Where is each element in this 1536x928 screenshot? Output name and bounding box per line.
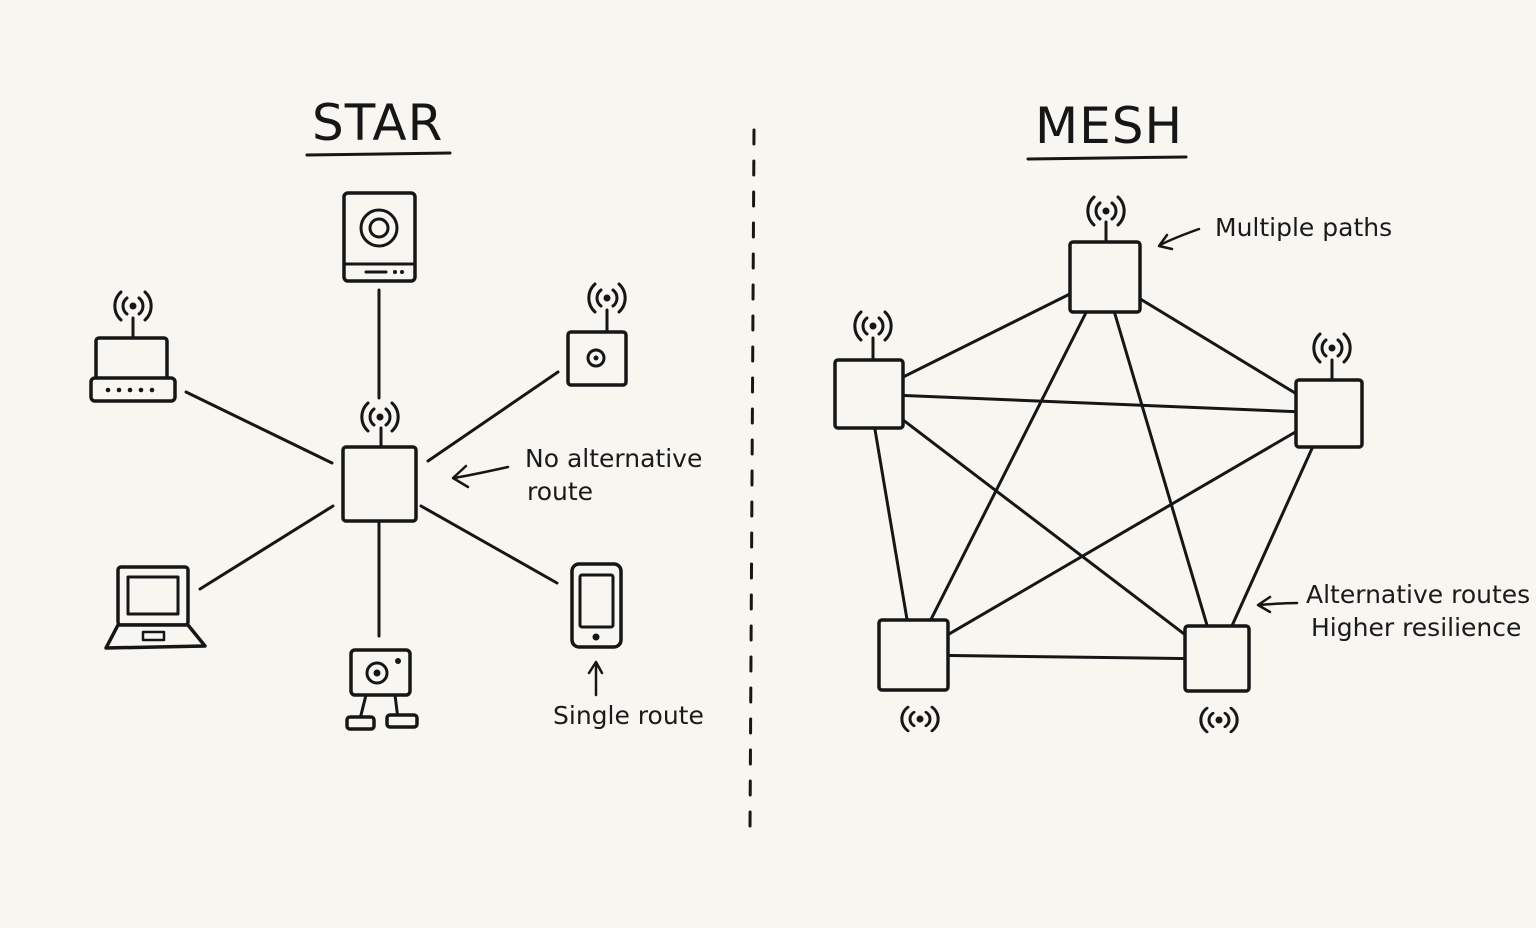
- star-title-underline: [305, 151, 452, 157]
- mesh-node: [877, 618, 950, 733]
- sensor-icon: [566, 282, 628, 387]
- speaker-icon: [342, 191, 417, 283]
- mesh-node: [1068, 195, 1142, 314]
- mesh-top-note: Multiple paths: [1157, 213, 1392, 251]
- hub-box: [341, 445, 418, 523]
- mesh-section: MESH: [833, 97, 1530, 734]
- star-link-phone: [419, 504, 559, 585]
- mesh-node: [1294, 332, 1364, 449]
- arrow-left-icon: [1158, 227, 1201, 247]
- mesh-bottom-note-line-1: Alternative routes: [1306, 580, 1530, 609]
- mesh-node: [1183, 624, 1251, 734]
- mesh-bottom-note: Alternative routes Higher resilience: [1256, 580, 1530, 642]
- phone-note-text: Single route: [553, 701, 704, 730]
- mesh-links: [867, 275, 1330, 661]
- mesh-top-note-text: Multiple paths: [1215, 213, 1392, 242]
- hub-note: No alternative route: [451, 444, 702, 506]
- mesh-title-underline: [1026, 155, 1188, 161]
- mesh-title: MESH: [1035, 97, 1183, 155]
- mesh-node: [833, 310, 905, 430]
- star-links: [184, 288, 560, 638]
- laptop-icon: [104, 565, 207, 650]
- star-section: STAR: [89, 94, 704, 731]
- star-link-router: [184, 390, 334, 465]
- arrow-left-icon: [452, 465, 510, 480]
- star-link-laptop: [198, 504, 335, 591]
- star-link-sensor: [426, 370, 560, 463]
- arrow-left-icon: [1257, 601, 1299, 607]
- robot-camera-icon: [345, 648, 419, 731]
- star-hub: [341, 401, 418, 523]
- hub-note-line-2: route: [527, 477, 593, 506]
- phone-icon: [570, 562, 623, 649]
- hub-note-line-1: No alternative: [525, 444, 702, 473]
- mesh-bottom-note-line-2: Higher resilience: [1311, 613, 1521, 642]
- star-title: STAR: [312, 94, 443, 152]
- section-divider: [748, 128, 756, 832]
- phone-note: Single route: [553, 660, 704, 730]
- router-icon: [89, 290, 177, 403]
